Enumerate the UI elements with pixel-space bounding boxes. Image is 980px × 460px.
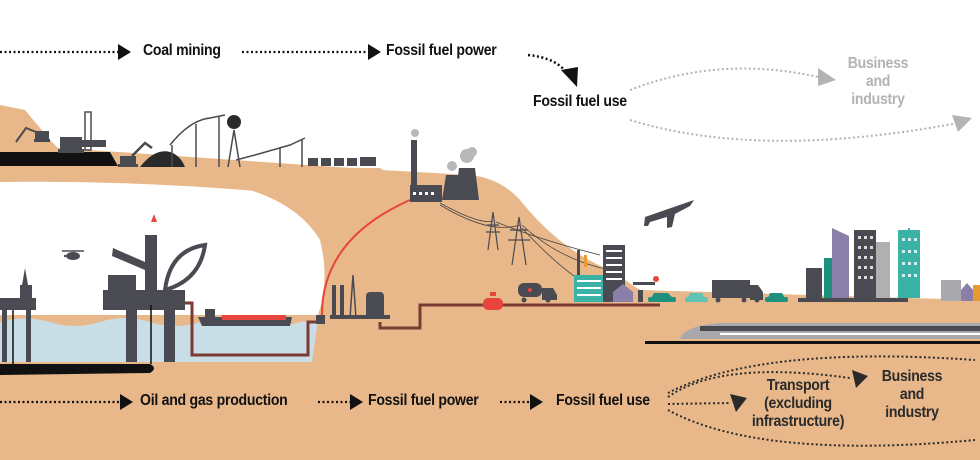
sea: [0, 318, 318, 362]
coal-train-icon: [308, 157, 376, 166]
large-oil-platform-icon: [103, 235, 208, 362]
power-lines: [439, 202, 611, 291]
city-skyline-icon: [798, 228, 920, 302]
sky-cavity: [0, 175, 325, 315]
coal-business-industry-label: Business and industry: [843, 55, 913, 109]
oil-reservoir: [0, 364, 154, 375]
drill-rig-icon: [58, 111, 106, 153]
helicopter-icon: [62, 250, 84, 260]
oil-tanker-icon: [198, 309, 292, 326]
subsea-pipeline: [185, 301, 320, 357]
transport-label: Transport (excluding infrastructure): [741, 377, 855, 431]
house-icon: [613, 284, 633, 302]
coal-flow-arrows: [0, 44, 578, 87]
pipeline-valve-icon: [483, 292, 503, 310]
coal-mining-label: Coal mining: [143, 42, 221, 59]
refinery-icon: [316, 274, 390, 324]
coal-fossil-fuel-power-label: Fossil fuel power: [386, 42, 497, 59]
suburban-house-icon: [941, 280, 980, 301]
coal-power-station-icon: [410, 140, 479, 202]
coal-tower-icon: [227, 115, 241, 168]
business-line-3: industry: [851, 91, 905, 108]
oil-gas-fossil-fuel-use-label: Fossil fuel use: [556, 392, 650, 409]
fuel-station-icon: [633, 276, 659, 302]
coal-use-to-business-arrows: [629, 67, 972, 142]
car-icon-3: [765, 293, 788, 302]
pylon-icon: [486, 211, 530, 266]
transport-line-1: Transport: [766, 377, 830, 394]
coal-seam: [0, 152, 118, 166]
excavator-icon: [15, 126, 50, 143]
small-oil-platform-icon: [0, 268, 36, 362]
digger-icon: [118, 141, 153, 167]
car-icon: [648, 293, 676, 302]
truck-icon: [712, 280, 763, 303]
oil-gas-fossil-fuel-power-label: Fossil fuel power: [368, 392, 479, 409]
oil-use-to-sectors-arrows: [667, 355, 976, 447]
coal-conveyor: [169, 114, 306, 167]
transport-line-2: (excluding: [764, 395, 832, 412]
smoke-icon: [411, 129, 477, 171]
high-speed-train-icon: [645, 323, 980, 344]
flare-icon: [151, 214, 157, 222]
car-icon-2: [685, 293, 708, 302]
gas-pipeline-to-power: [320, 199, 411, 319]
oil-truck-icon: [518, 283, 557, 303]
business-line-3: industry: [885, 404, 939, 421]
oil-gas-business-industry-label: Business and industry: [877, 368, 947, 422]
coal-fossil-fuel-use-label: Fossil fuel use: [533, 93, 627, 110]
business-line-2: and: [899, 386, 925, 403]
airplane-icon: [644, 200, 694, 228]
oil-gas-production-label: Oil and gas production: [140, 392, 288, 409]
transport-line-3: infrastructure): [751, 413, 845, 430]
coal-pile: [140, 151, 185, 167]
business-line-1: Business: [847, 55, 909, 72]
coal-ground-band: [0, 165, 400, 195]
business-line-1: Business: [881, 368, 943, 385]
oil-gas-flow-arrows: [0, 394, 543, 410]
business-line-2: and: [865, 73, 891, 90]
